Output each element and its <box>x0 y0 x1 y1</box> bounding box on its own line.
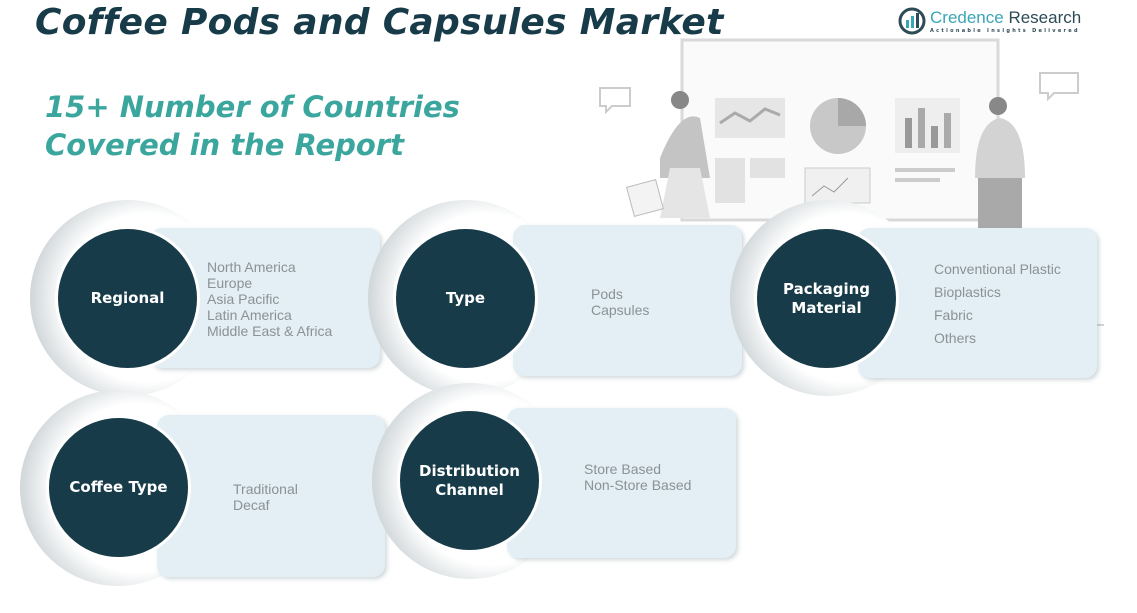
distribution-circle: Distribution Channel <box>397 408 542 553</box>
list-item: Asia Pacific <box>207 291 280 307</box>
list-item: Traditional <box>233 481 298 497</box>
coffee-type-items: Traditional Decaf <box>233 481 298 513</box>
list-item: Others <box>934 330 977 346</box>
distribution-card <box>507 408 736 558</box>
logo-name-1: Credence <box>930 8 1004 27</box>
packaging-items: Conventional Plastic Bioplastics Fabric … <box>934 261 1061 353</box>
subtitle-line1: 15+ Number of Countries <box>45 90 460 124</box>
list-item: Europe <box>207 275 253 291</box>
logo-icon <box>898 7 926 35</box>
logo-name-2: Research <box>1008 8 1082 27</box>
distribution-items: Store Based Non-Store Based <box>584 461 691 493</box>
coffee-type-card <box>157 415 385 577</box>
list-item: Conventional Plastic <box>934 261 1061 277</box>
list-item: Store Based <box>584 461 662 477</box>
coffee-type-circle: Coffee Type <box>46 415 191 560</box>
presentation-illustration <box>599 38 1079 228</box>
type-items: Pods Capsules <box>591 286 649 318</box>
subtitle-line2: Covered in the Report <box>45 128 404 162</box>
list-item: Bioplastics <box>934 284 1001 300</box>
list-item: North America <box>207 259 296 275</box>
list-item: Capsules <box>591 302 650 318</box>
regional-items: North America Europe Asia Pacific Latin … <box>207 259 332 339</box>
regional-circle: Regional <box>55 226 200 371</box>
packaging-circle: Packaging Material <box>754 226 899 371</box>
list-item: Middle East & Africa <box>207 323 333 339</box>
page-title: Coffee Pods and Capsules Market <box>35 2 724 43</box>
list-item: Non-Store Based <box>584 477 692 493</box>
list-item: Decaf <box>233 497 270 513</box>
type-circle: Type <box>393 226 538 371</box>
list-item: Fabric <box>934 307 973 323</box>
logo-tagline: Actionable Insights Delivered <box>930 28 1080 34</box>
type-card <box>513 225 742 376</box>
list-item: Latin America <box>207 307 292 323</box>
list-item: Pods <box>591 286 623 302</box>
logo: Credence Research Actionable Insights De… <box>898 7 1081 35</box>
